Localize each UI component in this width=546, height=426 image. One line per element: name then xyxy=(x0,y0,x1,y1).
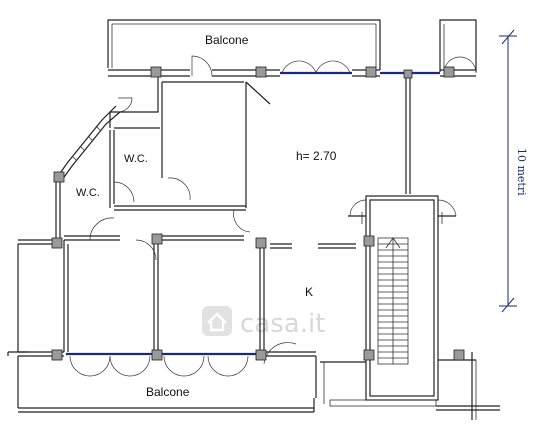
top-balcony xyxy=(107,19,381,70)
kitchen-openings xyxy=(270,243,356,249)
wc-doors xyxy=(89,97,251,261)
room-label-balcone-bottom: Balcone xyxy=(146,385,190,399)
top-right-stub xyxy=(439,19,477,72)
watermark: casa.it xyxy=(202,306,325,339)
stair-flight xyxy=(377,237,409,365)
balcony-door-top-left xyxy=(191,55,213,77)
scale-bar: 10 metri xyxy=(499,29,528,313)
ceiling-height-label: h= 2.70 xyxy=(296,149,337,163)
room-label-kitchen: K xyxy=(305,285,313,299)
balcony-door-top-middle xyxy=(281,60,351,74)
room-label-balcone-top: Balcone xyxy=(205,33,249,47)
bedroom-walls xyxy=(17,235,265,352)
bottom-balcony xyxy=(7,351,500,413)
structural-columns xyxy=(51,66,465,361)
bottom-balcony-doors xyxy=(69,342,297,377)
house-icon xyxy=(202,306,232,336)
top-exterior-wall xyxy=(108,69,476,77)
room-label-wc-2: W.C. xyxy=(76,187,100,199)
angled-west-wall xyxy=(55,105,121,240)
watermark-text: casa.it xyxy=(240,309,325,339)
scale-label: 10 metri xyxy=(515,148,528,196)
internal-walls xyxy=(109,76,411,211)
room-label-wc-1: W.C. xyxy=(124,153,148,165)
